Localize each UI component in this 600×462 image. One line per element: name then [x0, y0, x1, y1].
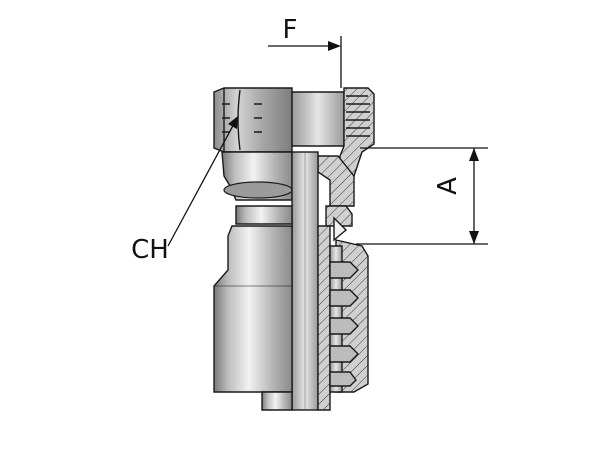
- dimension-f: F: [268, 15, 342, 88]
- dimension-f-label: F: [283, 15, 298, 45]
- hex-nut: [213, 87, 293, 153]
- fitting-neck: [221, 151, 355, 207]
- hex-size-ch-label: CH: [131, 235, 169, 265]
- nut-section: [291, 87, 375, 177]
- dimension-a-label: A: [433, 177, 463, 195]
- collar-ring: [235, 205, 353, 242]
- hex-size-ch: CH: [131, 116, 238, 265]
- tail-end: [261, 391, 293, 411]
- ferrule-sleeve: [213, 225, 293, 393]
- bore-tube: [291, 151, 319, 411]
- dimension-a: A: [356, 147, 488, 245]
- ferrule-section: [317, 225, 369, 411]
